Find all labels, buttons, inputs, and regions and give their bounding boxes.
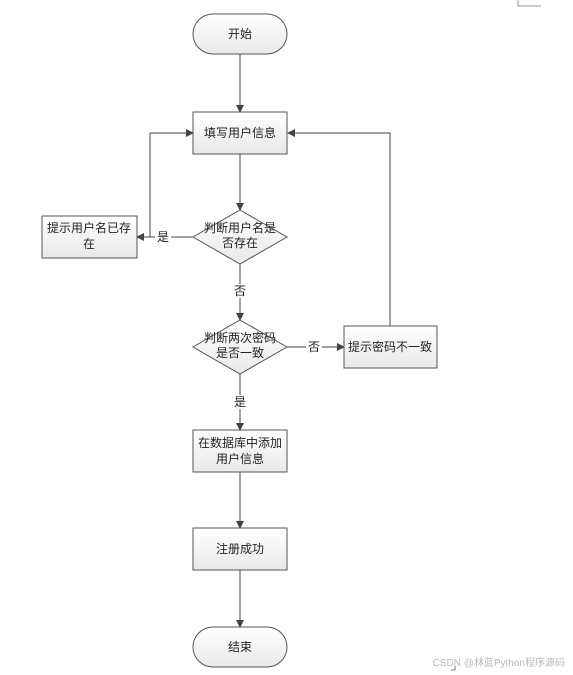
end-node: 结束 — [192, 626, 288, 668]
edge-label-no-2: 否 — [308, 340, 320, 354]
fill-info-label: 填写用户信息 — [204, 125, 276, 140]
add-db-node: 在数据库中添加 用户信息 — [192, 429, 288, 473]
check-user-label-line2: 否存在 — [222, 236, 258, 250]
return-mark — [451, 666, 456, 671]
watermark: CSDN @林蓝Python程序源码 — [432, 658, 565, 669]
edge-label-no-1: 否 — [234, 284, 246, 298]
check-user-decision: 判断用户名是 否存在 — [191, 209, 289, 265]
end-label: 结束 — [228, 640, 252, 654]
prompt-mismatch-label: 提示密码不一致 — [348, 339, 432, 354]
start-label: 开始 — [228, 27, 252, 41]
prompt-exists-node: 提示用户名已存 在 — [41, 215, 138, 259]
connector-prompt-to-fill — [149, 129, 194, 237]
check-pwd-label-line2: 是否一致 — [216, 346, 264, 360]
edge-label-yes-2: 是 — [234, 395, 246, 409]
check-pwd-label-line1: 判断两次密码 — [204, 330, 276, 345]
register-success-label: 注册成功 — [216, 541, 264, 556]
edge-label-yes-1: 是 — [157, 230, 169, 244]
prompt-exists-label-line1: 提示用户名已存 — [47, 220, 131, 235]
start-node: 开始 — [192, 13, 288, 55]
add-db-label-line2: 用户信息 — [216, 451, 264, 466]
fill-info-node: 填写用户信息 — [192, 111, 288, 155]
prompt-mismatch-node: 提示密码不一致 — [343, 325, 438, 369]
corner-mark — [517, 0, 541, 7]
add-db-label-line1: 在数据库中添加 — [198, 435, 282, 450]
register-success-node: 注册成功 — [192, 527, 288, 571]
prompt-exists-label-line2: 在 — [83, 237, 95, 251]
check-user-label-line1: 判断用户名是 — [204, 220, 276, 235]
connector-mismatch-to-fill — [287, 129, 391, 326]
check-pwd-decision: 判断两次密码 是否一致 — [191, 319, 289, 375]
